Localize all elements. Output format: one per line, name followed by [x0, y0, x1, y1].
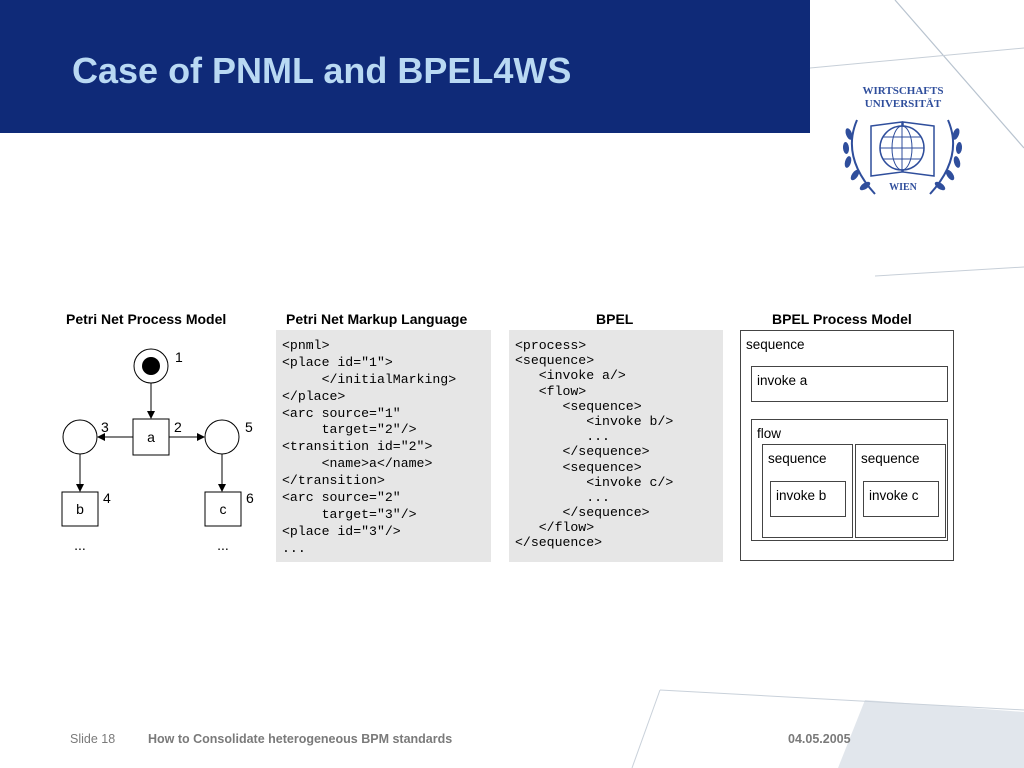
- label-outer-sequence: sequence: [746, 337, 805, 352]
- code-line: <invoke b/>: [515, 413, 674, 429]
- token: [142, 357, 160, 375]
- code-line: </sequence>: [515, 444, 650, 460]
- label-b: b: [76, 501, 84, 517]
- code-line: </transition>: [282, 473, 385, 489]
- label-sequence-right: sequence: [861, 451, 920, 466]
- code-line: target="2"/>: [282, 422, 417, 438]
- code-line: <invoke c/>: [515, 474, 674, 490]
- transition-c: [204, 491, 242, 527]
- label-flow: flow: [757, 426, 782, 441]
- logo-line1: WIRTSCHAFTS: [863, 85, 944, 97]
- ellipsis-left: ...: [74, 537, 86, 553]
- heading-petri-net-model: Petri Net Process Model: [66, 311, 227, 327]
- code-line: </sequence>: [515, 505, 650, 521]
- code-line: </initialMarking>: [282, 371, 457, 387]
- place-5: [204, 419, 240, 455]
- code-line: <invoke a/>: [515, 368, 626, 384]
- footer-date: 04.05.2005: [788, 732, 851, 746]
- header-band: [0, 0, 810, 133]
- code-line: <sequence>: [515, 398, 642, 414]
- footer-talk-title: How to Consolidate heterogeneous BPM sta…: [148, 732, 453, 746]
- label-sequence-left: sequence: [768, 451, 827, 466]
- code-line: <process>: [515, 338, 587, 353]
- footer-slide-number: Slide 18: [70, 732, 116, 746]
- label-4: 4: [103, 490, 111, 506]
- code-line: <arc source="1": [282, 405, 401, 421]
- code-line: <place id="1">: [282, 354, 393, 370]
- label-c: c: [220, 501, 227, 517]
- label-invoke-c: invoke c: [869, 488, 919, 503]
- label-6: 6: [246, 490, 254, 506]
- code-line: <flow>: [515, 383, 587, 399]
- place-3: [62, 419, 98, 455]
- heading-bpel: BPEL: [596, 311, 634, 327]
- slide-title: Case of PNML and BPEL4WS: [72, 50, 572, 91]
- code-line: <arc source="2": [282, 490, 401, 506]
- university-logo: WIRTSCHAFTS UNIVERSITÄT WIEN: [835, 82, 970, 210]
- code-line: <sequence>: [515, 353, 595, 369]
- logo-city: WIEN: [889, 182, 918, 193]
- label-1: 1: [175, 349, 183, 365]
- pnml-code-block: <pnml> <place id="1"> </initialMarking> …: [276, 330, 491, 562]
- label-invoke-b: invoke b: [776, 488, 827, 503]
- code-line: <sequence>: [515, 459, 642, 475]
- box-sequence-right: sequence invoke c: [855, 444, 946, 538]
- code-line: <transition id="2">: [282, 439, 433, 455]
- transition-b: [61, 491, 99, 527]
- code-line: ...: [515, 489, 610, 505]
- label-invoke-a: invoke a: [757, 373, 808, 388]
- box-invoke-b: invoke b: [770, 481, 846, 517]
- label-5: 5: [245, 419, 253, 435]
- logo-line2: UNIVERSITÄT: [865, 97, 942, 110]
- code-line: </place>: [282, 388, 346, 404]
- code-line: ...: [282, 540, 306, 556]
- ellipsis-right: ...: [217, 537, 229, 553]
- code-line: <place id="3"/>: [282, 523, 401, 539]
- code-line: </flow>: [515, 520, 595, 536]
- code-line: target="3"/>: [282, 506, 417, 522]
- heading-bpel-process-model: BPEL Process Model: [772, 311, 912, 327]
- box-invoke-c: invoke c: [863, 481, 939, 517]
- label-a: a: [147, 429, 155, 445]
- petri-net-diagram: a b c 1 2 3 4 5 6 ... ...: [61, 348, 254, 553]
- code-line: ...: [515, 429, 610, 445]
- box-flow: flow sequence invoke b sequence invoke c: [751, 419, 948, 541]
- label-2: 2: [174, 419, 182, 435]
- bpel-process-model: sequence invoke a flow sequence invoke b…: [740, 330, 954, 561]
- box-sequence-left: sequence invoke b: [762, 444, 853, 538]
- heading-pnml: Petri Net Markup Language: [286, 311, 468, 327]
- code-line: <name>a</name>: [282, 456, 433, 472]
- bpel-code-block: <process> <sequence> <invoke a/> <flow> …: [509, 330, 723, 562]
- box-invoke-a: invoke a: [751, 366, 948, 402]
- code-line: <pnml>: [282, 338, 330, 353]
- label-3: 3: [101, 419, 109, 435]
- code-line: </sequence>: [515, 535, 603, 551]
